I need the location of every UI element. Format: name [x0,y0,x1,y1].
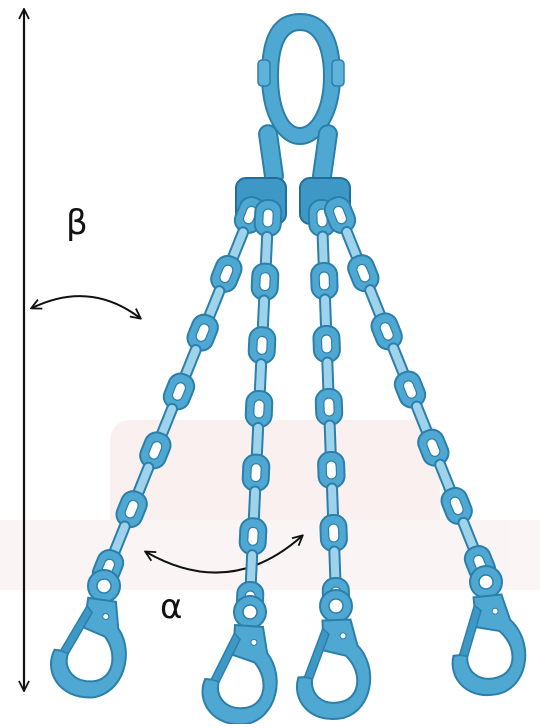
chain-link [258,295,270,331]
chain-link [208,252,246,295]
chain-link [246,550,258,586]
chain-link [160,370,198,413]
chain-link [345,252,383,295]
safety-hook [294,589,372,720]
chain-link [252,423,264,459]
chain-link [261,232,273,268]
chain-link [184,311,222,354]
chain-link [391,368,429,411]
chain-link [368,310,406,353]
beta-angle-arrow [32,296,140,318]
master-link [258,14,344,144]
safety-hook [200,593,282,724]
chain-link [249,486,261,522]
beta-angle-label: β [66,206,88,240]
alpha-angle-label: α [160,590,182,624]
chain-link [255,359,267,395]
